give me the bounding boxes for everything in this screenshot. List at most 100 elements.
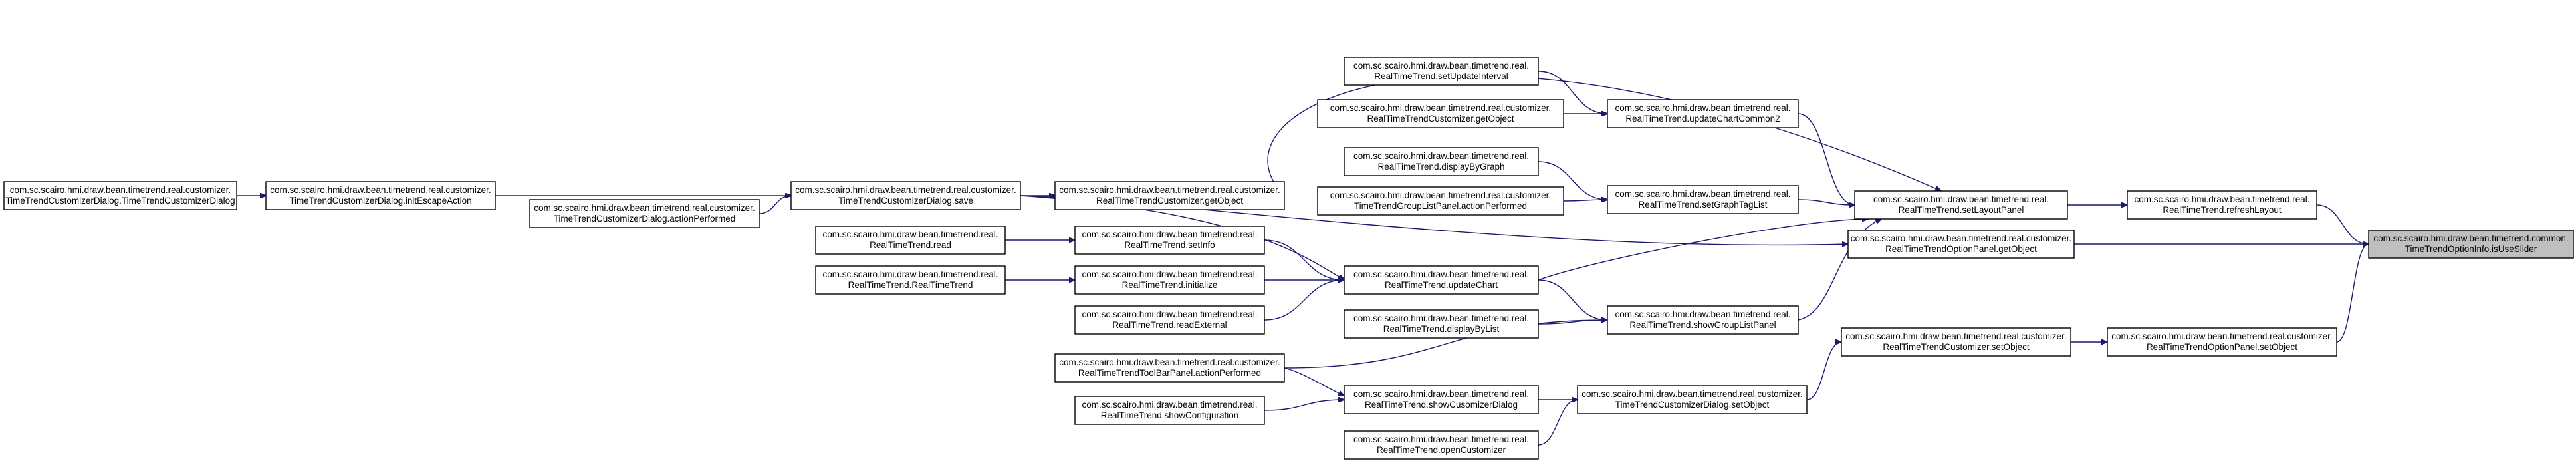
edge-n16-to-n22 — [1284, 367, 1344, 396]
node-realtimetrend-setupdateinterval[interactable]: com.sc.scairo.hmi.draw.bean.timetrend.re… — [1344, 57, 1539, 86]
node-timetrendoptioninfo-isuseslider[interactable]: com.sc.scairo.hmi.draw.bean.timetrend.co… — [2368, 230, 2574, 259]
node-label-line: RealTimeTrend.refreshLayout — [2163, 205, 2282, 215]
node-timetrendcustomizerdialog-setobject[interactable]: com.sc.scairo.hmi.draw.bean.timetrend.re… — [1577, 385, 1808, 414]
node-realtimetrend-displaybylist[interactable]: com.sc.scairo.hmi.draw.bean.timetrend.re… — [1344, 309, 1539, 339]
node-realtimetrendcustomizer-getobject[interactable]: com.sc.scairo.hmi.draw.bean.timetrend.re… — [1054, 181, 1285, 210]
node-label-line: RealTimeTrend.setUpdateInterval — [1374, 71, 1508, 81]
node-label-line: com.sc.scairo.hmi.draw.bean.timetrend.re… — [1330, 103, 1551, 113]
node-realtimetrend-showgrouplistpanel[interactable]: com.sc.scairo.hmi.draw.bean.timetrend.re… — [1607, 305, 1799, 335]
node-label-line: RealTimeTrend.showGroupListPanel — [1629, 320, 1776, 330]
node-label-line: TimeTrendGroupListPanel.actionPerformed — [1354, 201, 1527, 211]
node-label-line: RealTimeTrendCustomizer.setObject — [1883, 342, 2030, 352]
node-box — [1054, 181, 1285, 210]
edge-n6-to-n4 — [1267, 75, 1941, 196]
node-label-line: TimeTrendCustomizerDialog.TimeTrendCusto… — [5, 196, 235, 206]
node-label-line: TimeTrendCustomizerDialog.initEscapeActi… — [289, 196, 471, 206]
edge-n20-to-n10 — [1538, 71, 1607, 114]
node-label-line: com.sc.scairo.hmi.draw.bean.timetrend.re… — [1082, 309, 1257, 319]
node-realtimetrend-updatechart[interactable]: com.sc.scairo.hmi.draw.bean.timetrend.re… — [1344, 265, 1539, 295]
edge-n11-to-n5 — [1806, 342, 1841, 400]
edge-n25-to-n12 — [759, 196, 791, 214]
node-box — [1607, 305, 1799, 335]
node-label-line: RealTimeTrendOptionPanel.getObject — [1885, 244, 2037, 254]
node-box — [790, 181, 1021, 210]
node-label-line: RealTimeTrendOptionPanel.setObject — [2147, 342, 2297, 352]
node-box — [1344, 309, 1539, 339]
node-box — [529, 199, 760, 228]
node-box — [815, 265, 1006, 295]
edge-n9-to-n8 — [1538, 279, 1607, 320]
node-label-line: com.sc.scairo.hmi.draw.bean.timetrend.re… — [1845, 331, 2066, 341]
node-realtimetrend-displaybygraph[interactable]: com.sc.scairo.hmi.draw.bean.timetrend.re… — [1344, 147, 1539, 176]
node-label-line: RealTimeTrend.setInfo — [1124, 240, 1215, 250]
node-label-line: RealTimeTrend.displayByGraph — [1377, 162, 1504, 172]
node-label-line: com.sc.scairo.hmi.draw.bean.timetrend.re… — [1353, 61, 1529, 71]
node-label-line: com.sc.scairo.hmi.draw.bean.timetrend.re… — [1581, 389, 1802, 399]
node-realtimetrendtoolbarpanel-actionperformed[interactable]: com.sc.scairo.hmi.draw.bean.timetrend.re… — [1054, 353, 1285, 383]
node-timetrendgrouplistpanel-actionperformed[interactable]: com.sc.scairo.hmi.draw.bean.timetrend.re… — [1317, 186, 1564, 216]
edge-n9-to-n4 — [1538, 219, 1868, 281]
edge-n13-to-n7 — [1538, 161, 1607, 200]
node-box — [1841, 327, 2071, 357]
node-box — [1847, 230, 2075, 259]
node-realtimetrend-refreshlayout[interactable]: com.sc.scairo.hmi.draw.bean.timetrend.re… — [2127, 190, 2317, 220]
node-timetrendcustomizerdialog-initescapeaction[interactable]: com.sc.scairo.hmi.draw.bean.timetrend.re… — [265, 181, 496, 210]
node-label-line: com.sc.scairo.hmi.draw.bean.timetrend.re… — [1615, 189, 1790, 199]
edge-n19-to-n9 — [1264, 239, 1344, 280]
node-label-line: com.sc.scairo.hmi.draw.bean.timetrend.re… — [2134, 194, 2309, 204]
node-box — [1054, 353, 1285, 383]
node-box — [1074, 265, 1265, 295]
node-realtimetrend-readexternal[interactable]: com.sc.scairo.hmi.draw.bean.timetrend.re… — [1074, 305, 1265, 335]
node-label-line: com.sc.scairo.hmi.draw.bean.timetrend.re… — [1059, 357, 1280, 367]
node-label-line: com.sc.scairo.hmi.draw.bean.timetrend.re… — [822, 230, 998, 239]
node-timetrendcustomizerdialog-save[interactable]: com.sc.scairo.hmi.draw.bean.timetrend.re… — [790, 181, 1021, 210]
edge-n14-to-n7 — [1563, 200, 1607, 201]
node-label-line: RealTimeTrend.setGraphTagList — [1638, 200, 1767, 210]
node-realtimetrend-setlayoutpanel[interactable]: com.sc.scairo.hmi.draw.bean.timetrend.re… — [1854, 190, 2068, 220]
node-label-line: RealTimeTrend.initialize — [1122, 280, 1218, 290]
node-label-line: TimeTrendOptionInfo.isUseSlider — [2405, 244, 2537, 254]
node-realtimetrend-showcusomizerdialog[interactable]: com.sc.scairo.hmi.draw.bean.timetrend.re… — [1344, 385, 1539, 414]
node-timetrendcustomizerdialog-timetrendcustomizerdialog[interactable]: com.sc.scairo.hmi.draw.bean.timetrend.re… — [3, 181, 237, 210]
node-realtimetrend-opencustomizer[interactable]: com.sc.scairo.hmi.draw.bean.timetrend.re… — [1344, 430, 1539, 460]
node-label-line: RealTimeTrend.updateChartCommon2 — [1625, 114, 1780, 124]
edge-n18-to-n9 — [1264, 280, 1344, 321]
node-box — [1317, 99, 1564, 128]
node-box — [2107, 327, 2337, 357]
node-realtimetrend-read[interactable]: com.sc.scairo.hmi.draw.bean.timetrend.re… — [815, 226, 1006, 255]
node-label-line: RealTimeTrend.openCustomizer — [1377, 445, 1506, 455]
node-realtimetrendoptionpanel-getobject[interactable]: com.sc.scairo.hmi.draw.bean.timetrend.re… — [1847, 230, 2075, 259]
node-label-line: com.sc.scairo.hmi.draw.bean.timetrend.re… — [1851, 233, 2071, 243]
node-layer: com.sc.scairo.hmi.draw.bean.timetrend.co… — [3, 57, 2574, 460]
node-label-line: com.sc.scairo.hmi.draw.bean.timetrend.re… — [270, 185, 491, 195]
node-label-line: com.sc.scairo.hmi.draw.bean.timetrend.co… — [2373, 233, 2568, 243]
node-box — [3, 181, 237, 210]
node-timetrendcustomizerdialog-actionperformed[interactable]: com.sc.scairo.hmi.draw.bean.timetrend.re… — [529, 199, 760, 228]
node-label-line: com.sc.scairo.hmi.draw.bean.timetrend.re… — [534, 203, 755, 213]
node-label-line: RealTimeTrend.read — [870, 240, 951, 250]
node-realtimetrend-setgraphtaglist[interactable]: com.sc.scairo.hmi.draw.bean.timetrend.re… — [1607, 185, 1799, 214]
node-realtimetrend-setinfo[interactable]: com.sc.scairo.hmi.draw.bean.timetrend.re… — [1074, 226, 1265, 255]
node-realtimetrend-showconfiguration[interactable]: com.sc.scairo.hmi.draw.bean.timetrend.re… — [1074, 396, 1265, 425]
edge-n16-to-n8 — [1284, 320, 1607, 369]
node-realtimetrendoptionpanel-setobject[interactable]: com.sc.scairo.hmi.draw.bean.timetrend.re… — [2107, 327, 2337, 357]
node-label-line: RealTimeTrend.updateChart — [1385, 280, 1498, 290]
node-label-line: RealTimeTrend.showCusomizerDialog — [1365, 400, 1518, 410]
node-realtimetrendcustomizer-getobject[interactable]: com.sc.scairo.hmi.draw.bean.timetrend.re… — [1317, 99, 1564, 128]
node-box — [1074, 305, 1265, 335]
node-realtimetrend-initialize[interactable]: com.sc.scairo.hmi.draw.bean.timetrend.re… — [1074, 265, 1265, 295]
node-label-line: com.sc.scairo.hmi.draw.bean.timetrend.re… — [822, 269, 998, 279]
node-realtimetrendcustomizer-setobject[interactable]: com.sc.scairo.hmi.draw.bean.timetrend.re… — [1841, 327, 2071, 357]
node-label-line: com.sc.scairo.hmi.draw.bean.timetrend.re… — [1873, 194, 2049, 204]
node-label-line: com.sc.scairo.hmi.draw.bean.timetrend.re… — [1353, 269, 1529, 279]
node-box — [1607, 185, 1799, 214]
node-realtimetrend-updatechartcommon2[interactable]: com.sc.scairo.hmi.draw.bean.timetrend.re… — [1607, 99, 1799, 128]
node-box — [1577, 385, 1808, 414]
node-label-line: RealTimeTrendCustomizer.getObject — [1367, 114, 1514, 124]
node-label-line: RealTimeTrend.setLayoutPanel — [1899, 205, 2024, 215]
node-realtimetrend-realtimetrend[interactable]: com.sc.scairo.hmi.draw.bean.timetrend.re… — [815, 265, 1006, 295]
node-label-line: RealTimeTrend.showConfiguration — [1101, 410, 1239, 420]
node-label-line: TimeTrendCustomizerDialog.actionPerforme… — [554, 214, 736, 224]
node-box — [1344, 430, 1539, 460]
node-label-line: com.sc.scairo.hmi.draw.bean.timetrend.re… — [1353, 151, 1529, 161]
